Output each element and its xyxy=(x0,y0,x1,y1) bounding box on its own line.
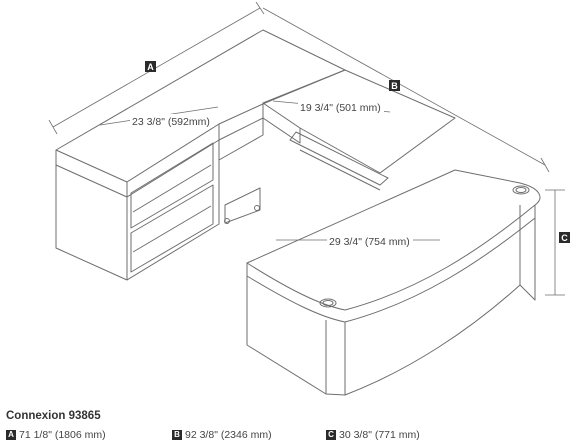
depth-label-a: 23 3/8" (592mm) xyxy=(132,116,210,128)
depth-label-c: 29 3/4" (754 mm) xyxy=(329,236,410,248)
bridge-top xyxy=(262,69,456,174)
dimension-b-value: 92 3/8" (2346 mm) xyxy=(185,429,272,441)
marker-c: C xyxy=(559,232,570,243)
marker-b: B xyxy=(389,80,400,91)
marker-a: A xyxy=(145,61,156,72)
dimension-c: C 30 3/8" (771 mm) xyxy=(326,429,420,441)
desk-line-drawing: A B C 23 3/8" (592mm) 19 3/4" (501 mm) 2… xyxy=(48,1,570,396)
dimension-c-value: 30 3/8" (771 mm) xyxy=(339,429,420,441)
cable-tray xyxy=(289,131,389,186)
left-pedestal xyxy=(55,150,128,281)
drawer-top xyxy=(130,142,214,229)
product-name: Connexion 93865 xyxy=(6,410,101,422)
desk-front-panel xyxy=(246,276,327,395)
badge-a: A xyxy=(6,430,16,440)
svg-text:B: B xyxy=(391,81,398,91)
svg-text:A: A xyxy=(147,62,154,72)
bowfront-desk-top xyxy=(246,169,541,311)
svg-text:C: C xyxy=(561,233,568,243)
drawer-bottom xyxy=(130,184,214,273)
dimension-b: B 92 3/8" (2346 mm) xyxy=(172,429,272,441)
dimension-a: A 71 1/8" (1806 mm) xyxy=(6,429,106,441)
badge-c: C xyxy=(326,430,336,440)
grommet-right xyxy=(512,185,530,195)
dimension-line-b xyxy=(262,7,546,166)
depth-label-b: 19 3/4" (501 mm) xyxy=(300,102,381,114)
badge-b: B xyxy=(172,430,182,440)
dimension-line-a xyxy=(52,7,261,128)
grommet-front xyxy=(319,298,337,308)
dimension-a-value: 71 1/8" (1806 mm) xyxy=(19,429,106,441)
overall-dimensions: A 71 1/8" (1806 mm) B 92 3/8" (2346 mm) … xyxy=(0,429,577,441)
